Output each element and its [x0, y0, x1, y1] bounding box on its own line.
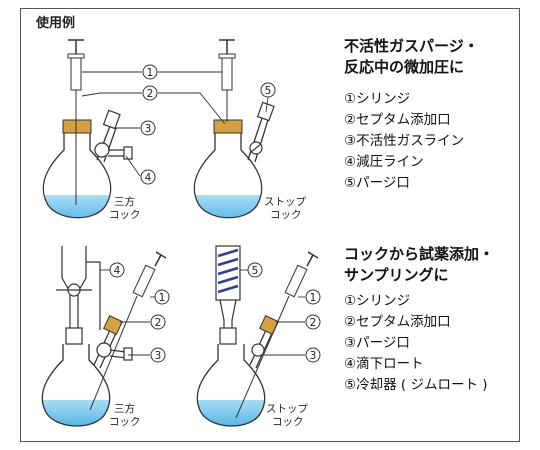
section2-heading-line-2: サンプリングに — [344, 266, 449, 284]
flask-2: ストップ コック — [193, 39, 306, 221]
s2-left-callout-2: 2 — [155, 317, 162, 329]
s1-callout-2: 2 — [147, 88, 154, 100]
section1-legend: ①シリンジ ②セプタム添加口 ③不活性ガスライン ④減圧ライン ⑤パージ口 — [344, 89, 464, 194]
liquid-1 — [43, 195, 111, 218]
s2-left-callout-4: 4 — [114, 265, 121, 277]
s2-left-callout-1: 1 — [159, 292, 166, 304]
section1-item-2: ②セプタム添加口 — [344, 112, 451, 128]
flask-3-label-line-1: 三方 — [114, 402, 135, 415]
section2-heading-line-1: コックから試薬添加・ — [344, 245, 495, 263]
flask-1: 三方 コック — [42, 39, 141, 221]
flask-2-label-line-2: コック — [270, 209, 302, 221]
flask-4-label-line-1: ストップ — [266, 403, 308, 415]
section2-item-3: ③パージ口 — [344, 335, 410, 351]
section1-heading: 不活性ガスパージ・ 反応中の微加圧に — [344, 36, 479, 78]
section2-heading: コックから試薬添加・ サンプリングに — [344, 244, 494, 286]
section1-heading-line-2: 反応中の微加圧に — [344, 58, 465, 76]
section1-item-3: ③不活性ガスライン — [344, 133, 465, 149]
section2-legend: ①シリンジ ②セプタム添加口 ③パージ口 ④滴下ロート ⑤冷却器 ( ジムロート… — [344, 291, 488, 396]
section1-item-4: ④減圧ライン — [344, 154, 424, 170]
section2-item-1: ①シリンジ — [344, 293, 411, 309]
s2-right-callout-1: 1 — [310, 292, 317, 304]
s1-callout-1: 1 — [147, 67, 154, 79]
septum-1 — [62, 119, 92, 134]
syringe-3 — [89, 251, 167, 411]
dropping-funnel — [56, 246, 101, 345]
flask-2-label-line-1: ストップ — [264, 196, 306, 208]
s2-right-callout-5: 5 — [252, 265, 259, 277]
figure-frame — [20, 8, 520, 442]
flask-1-label-line-2: コック — [109, 209, 141, 221]
three-way-cock-1 — [94, 142, 110, 158]
flask-3-label-line-2: コック — [109, 416, 141, 428]
syringe-1 — [67, 39, 85, 205]
septum-2 — [213, 119, 243, 134]
liquid-2 — [194, 195, 262, 218]
syringe-2 — [218, 39, 236, 122]
flask-4: ストップ コック — [196, 245, 319, 428]
section2-item-5: ⑤冷却器 ( ジムロート ) — [344, 377, 488, 393]
s2-left-callout-3: 3 — [155, 350, 162, 362]
section1-item-1: ①シリンジ — [344, 91, 411, 107]
s1-callout-4: 4 — [145, 172, 152, 184]
s2-right-callout-2: 2 — [310, 317, 317, 329]
section2-leaders — [100, 269, 305, 356]
section2-item-4: ④滴下ロート — [344, 356, 424, 372]
figure-title: 使用例 — [36, 16, 76, 31]
section1-callouts: 1 2 3 4 5 — [140, 64, 276, 185]
s2-right-callout-3: 3 — [310, 350, 317, 362]
stop-cock-4 — [251, 343, 265, 357]
section2-item-2: ②セプタム添加口 — [344, 314, 451, 330]
flask-1-label-line-1: 三方 — [114, 195, 135, 208]
section1-leaders — [81, 71, 269, 177]
s1-callout-5: 5 — [265, 85, 272, 97]
section1-heading-line-1: 不活性ガスパージ・ — [344, 37, 479, 55]
syringe-4 — [235, 251, 319, 419]
section2-callouts: 4 1 2 3 5 1 2 3 — [109, 262, 321, 363]
dimroth-condenser — [215, 245, 241, 345]
flask-4-label-line-2: コック — [272, 416, 304, 428]
section1-item-5: ⑤パージ口 — [344, 175, 410, 191]
three-way-cock-3 — [96, 342, 112, 358]
flask-3: 三方 コック — [41, 246, 167, 428]
s1-callout-3: 3 — [145, 123, 152, 135]
